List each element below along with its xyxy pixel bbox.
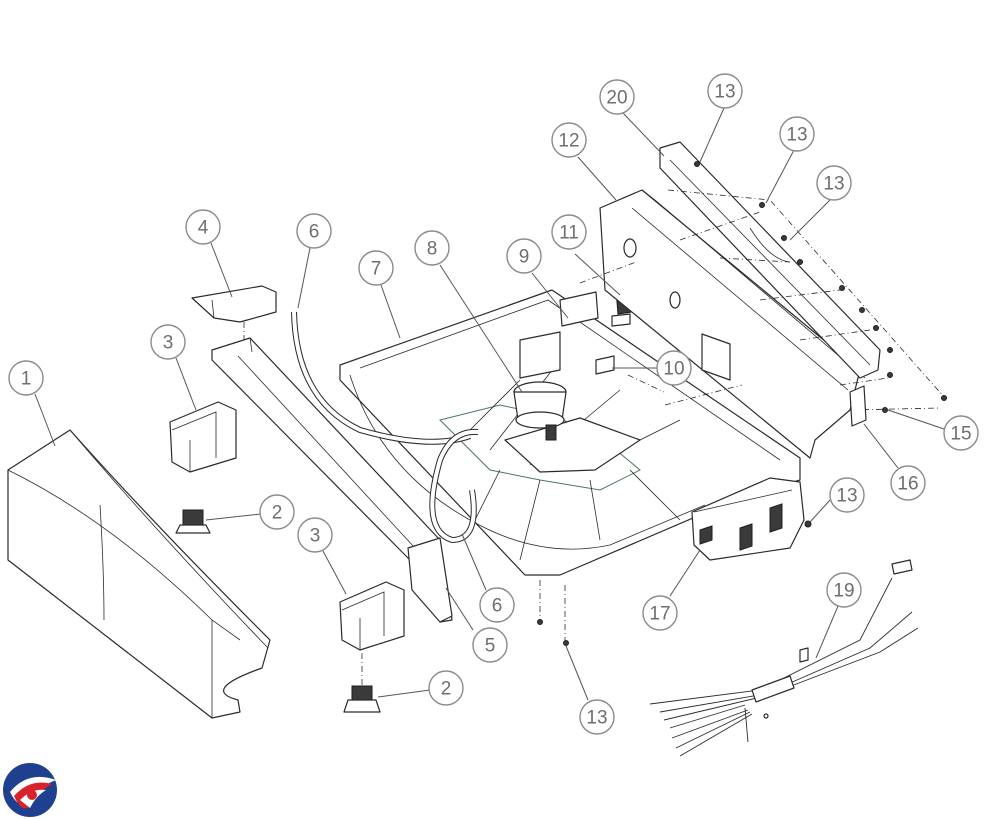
- callout-4: 4: [185, 209, 221, 245]
- svg-text:5: 5: [485, 636, 496, 657]
- part-1-kick-panel: [7, 429, 271, 719]
- callout-10: 10: [656, 350, 692, 386]
- callout-19: 19: [826, 572, 862, 608]
- callout-15: 15: [943, 415, 979, 451]
- part-8-pump-assembly: [513, 331, 567, 441]
- svg-text:1: 1: [21, 369, 32, 390]
- part-9-clip: [559, 291, 599, 327]
- brand-logo-icon: [3, 763, 57, 817]
- callout-12: 12: [551, 122, 587, 158]
- callout-6-upper: 6: [296, 213, 332, 249]
- callout-13-upper-right: 13: [779, 116, 815, 152]
- svg-text:8: 8: [427, 239, 438, 260]
- callout-11: 11: [551, 214, 587, 250]
- svg-text:11: 11: [559, 223, 579, 244]
- part-2-leveling-foot-lower: [343, 640, 381, 713]
- part-5-front-rail: [211, 337, 453, 623]
- callout-8: 8: [414, 230, 450, 266]
- svg-text:15: 15: [950, 424, 971, 445]
- svg-text:17: 17: [649, 604, 670, 625]
- callout-13-bottom: 13: [579, 699, 615, 735]
- svg-text:12: 12: [558, 131, 579, 152]
- part-3-bracket-lower: [339, 581, 405, 651]
- svg-text:13: 13: [786, 125, 807, 146]
- callout-7: 7: [358, 250, 394, 286]
- svg-text:13: 13: [586, 708, 607, 729]
- callout-2-upper: 2: [259, 494, 295, 530]
- callout-13-right: 13: [816, 165, 852, 201]
- svg-text:16: 16: [897, 474, 918, 495]
- callout-17: 17: [642, 595, 678, 631]
- part-3-bracket-upper: [169, 401, 237, 473]
- part-2-leveling-foot-upper: [175, 509, 211, 534]
- svg-text:6: 6: [309, 222, 320, 243]
- svg-text:20: 20: [606, 88, 627, 109]
- svg-text:19: 19: [833, 581, 854, 602]
- callout-3-lower: 3: [297, 517, 333, 553]
- part-17-control-module: [691, 477, 805, 561]
- svg-text:3: 3: [310, 526, 321, 547]
- callout-20: 20: [599, 79, 635, 115]
- callout-1: 1: [8, 360, 44, 396]
- callout-13-top: 13: [707, 73, 743, 109]
- part-10-sensor: [595, 355, 615, 375]
- callout-16: 16: [890, 465, 926, 501]
- svg-text:9: 9: [519, 247, 530, 268]
- svg-text:6: 6: [492, 596, 503, 617]
- part-20-top-rail: [659, 141, 881, 379]
- svg-text:13: 13: [836, 486, 857, 507]
- svg-text:13: 13: [714, 82, 735, 103]
- callout-6-lower: 6: [479, 587, 515, 623]
- svg-text:7: 7: [371, 259, 382, 280]
- callout-5: 5: [472, 627, 508, 663]
- part-6-hose-upper: [291, 311, 471, 445]
- part-19-wire-harness: [649, 559, 919, 757]
- callout-9: 9: [506, 238, 542, 274]
- part-4-bracket: [191, 285, 277, 350]
- svg-text:13: 13: [823, 174, 844, 195]
- leader-lines: [34, 107, 945, 701]
- part-6-hose-lower: [429, 428, 479, 544]
- screw-set-13: [537, 161, 947, 646]
- svg-text:2: 2: [441, 679, 452, 700]
- svg-text:3: 3: [163, 333, 174, 354]
- svg-text:10: 10: [663, 359, 684, 380]
- part-12-rear-frame: [599, 189, 866, 459]
- svg-text:4: 4: [198, 218, 209, 239]
- callout-3-upper: 3: [150, 324, 186, 360]
- callout-2-lower: 2: [428, 670, 464, 706]
- part-16-hinge-bracket: [849, 385, 867, 427]
- svg-text:2: 2: [272, 503, 283, 524]
- callout-13-module: 13: [829, 477, 865, 513]
